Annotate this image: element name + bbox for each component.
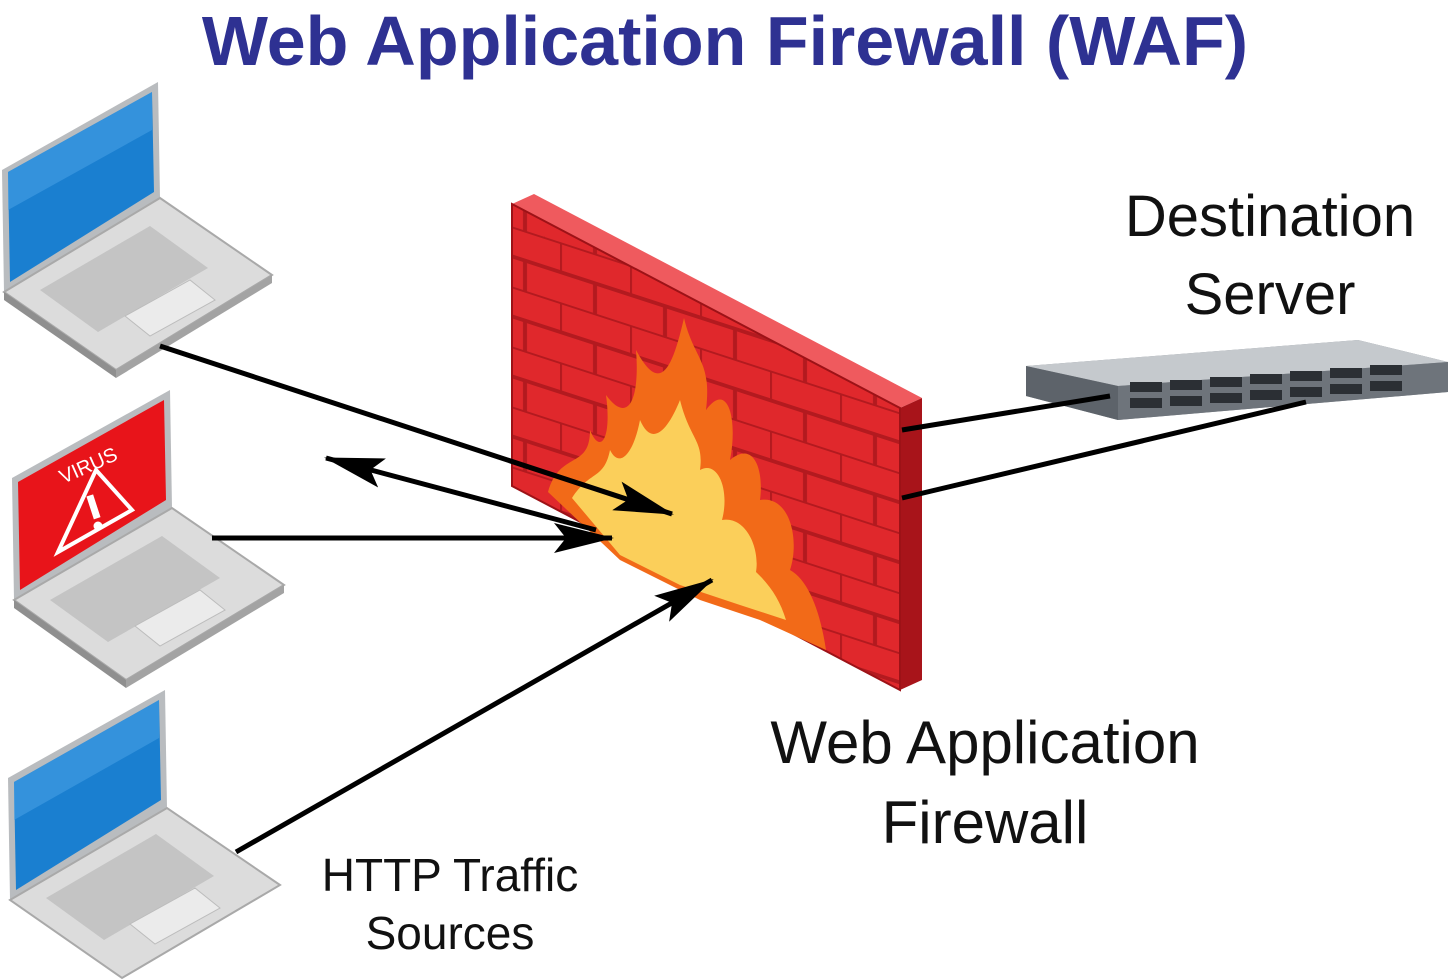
destination-server-label: Destination Server [1085,178,1450,334]
http-sources-label: HTTP Traffic Sources [290,846,610,962]
destination-label-line1: Destination [1124,184,1416,249]
sources-label-line1: HTTP Traffic [321,849,579,901]
arrow-waf-to-internet [324,455,597,533]
fire-icon [548,318,826,650]
destination-label-line2: Server [1184,262,1356,327]
laptop-icon [8,690,282,980]
link-waf-to-server-bottom [901,399,1307,501]
page-title: Web Application Firewall (WAF) [201,2,1249,80]
arrow-laptop3-to-waf [234,577,714,855]
rack-server-icon [1026,340,1448,420]
sources-label-line2: Sources [365,907,535,959]
waf-label-line2: Firewall [881,789,1089,856]
waf-label: Web Application Firewall [735,703,1235,863]
infected-laptop-icon: VIRUS [12,390,286,688]
laptop-icon [2,82,274,378]
waf-label-line1: Web Application [770,709,1200,776]
arrow-laptop1-to-waf [159,343,674,517]
arrow-icon [159,343,1307,855]
warning-icon [53,466,136,557]
link-waf-to-server-top [901,393,1111,433]
